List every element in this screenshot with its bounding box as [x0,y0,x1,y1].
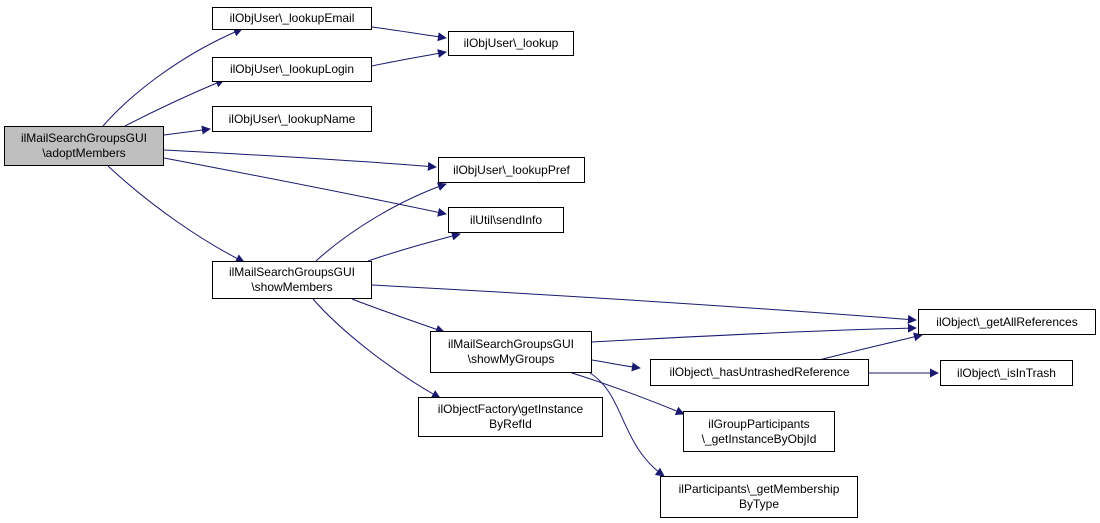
node-label: ilObject\_isInTrash [957,365,1056,380]
node-label: \adoptMembers [42,146,126,160]
node-label: \_getInstanceByObjId [701,431,817,446]
node-get-instance-by-obj-id[interactable]: ilGroupParticipants \_getInstanceByObjId [683,411,835,452]
node-has-untrashed-reference[interactable]: ilObject\_hasUntrashedReference [650,359,869,386]
node-root-adoptmembers: ilMailSearchGroupsGUI \adoptMembers [4,126,164,166]
node-label: ilMailSearchGroupsGUI [447,337,575,351]
node-get-all-references[interactable]: ilObject\_getAllReferences [918,309,1096,335]
node-label: ilObjUser\_lookup [463,36,559,50]
node-label: ilObjUser\_lookupPref [453,162,570,177]
node-label: ilObjUser\_lookupEmail [229,11,355,25]
node-label: ilGroupParticipants [708,416,810,431]
edge-showmygroups-hasuntrashed [591,359,641,372]
node-label: ilObject\_getAllReferences [936,314,1078,329]
node-get-instance-by-ref-id[interactable]: ilObjectFactory\getInstance ByRefId [418,397,603,437]
node-lookup-name[interactable]: ilObjUser\_lookupName [212,106,372,132]
node-label: ilMailSearchGroupsGUI [228,265,356,279]
node-label: ByRefId [489,417,532,431]
node-lookup-pref[interactable]: ilObjUser\_lookupPref [438,157,585,183]
edge-showmembers-showmygroups [351,298,445,334]
node-show-members[interactable]: ilMailSearchGroupsGUI \showMembers [212,261,372,299]
edge-root-lookuplogin [124,78,225,127]
edge-showmygroups-getallreferences [591,323,917,343]
edge-showmygroups-getmembership [589,372,665,477]
edge-showmembers-getinstancebyrefid [312,298,441,399]
node-lookup-email[interactable]: ilObjUser\_lookupEmail [212,7,372,30]
node-label: ilParticipants\_getMembership [678,482,840,496]
node-label: \showMembers [251,280,333,294]
edge-root-lookuppref [163,149,437,171]
edge-root-lookupemail [102,27,243,127]
edge-root-sendinfo [163,157,447,217]
edge-root-lookupname [163,125,211,136]
node-label: ilObject\_hasUntrashedReference [669,365,850,379]
edge-showmembers-sendinfo [367,231,461,262]
node-is-in-trash[interactable]: ilObject\_isInTrash [940,360,1073,386]
edge-showmembers-getallreferences [371,284,917,324]
node-label: ilUtil\sendInfo [469,212,543,227]
node-label: \showMyGroups [467,352,555,366]
node-lookup[interactable]: ilObjUser\_lookup [448,31,574,56]
edge-lookuplogin-lookup [371,49,447,67]
node-lookup-login[interactable]: ilObjUser\_lookupLogin [212,57,372,82]
edge-root-showmembers [107,165,245,263]
edge-showmembers-lookuppref [315,182,447,262]
node-label: ilObjectFactory\getInstance [437,402,584,416]
edge-hasuntrashed-getallreferences [814,332,923,362]
node-label: ilMailSearchGroupsGUI [20,131,148,145]
node-send-info[interactable]: ilUtil\sendInfo [448,207,564,233]
node-show-my-groups[interactable]: ilMailSearchGroupsGUI \showMyGroups [430,331,592,373]
edge-showmygroups-getinstancebyobjid [571,372,685,416]
node-label: ilObjUser\_lookupName [228,111,356,126]
node-get-membership-by-type[interactable]: ilParticipants\_getMembership ByType [660,476,858,518]
node-label: ByType [738,497,780,511]
node-label: ilObjUser\_lookupLogin [229,62,355,76]
edge-lookupemail-lookup [371,26,447,42]
